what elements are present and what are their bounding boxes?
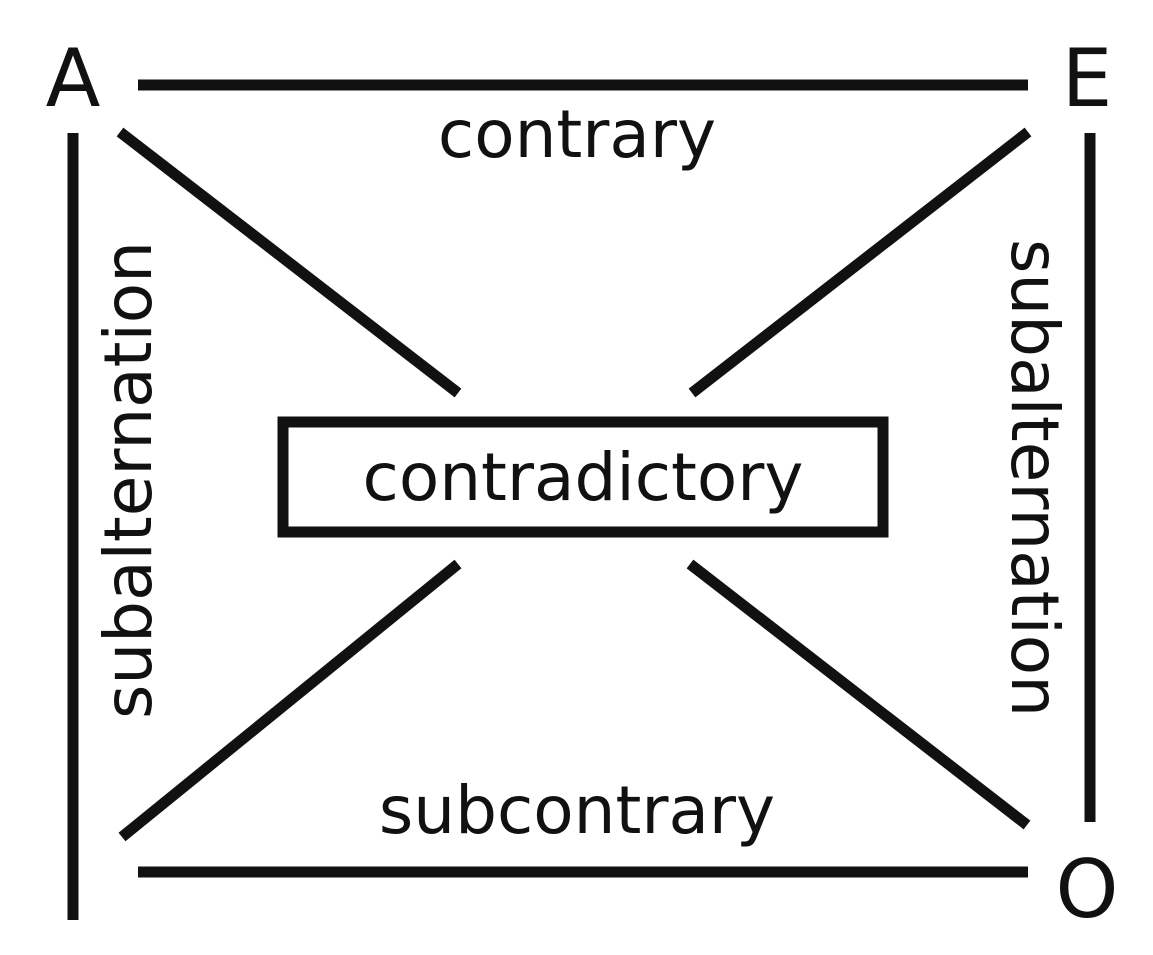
diagonal-a-to-center <box>116 127 462 398</box>
contradictory-box <box>277 416 889 538</box>
subalternation-label-right: subalternation <box>996 239 1073 717</box>
subcontrary-label: subcontrary <box>379 772 775 849</box>
corner-label-a: A <box>46 32 101 125</box>
corner-label-e: E <box>1062 32 1113 125</box>
diagonal-e-to-center <box>688 127 1032 398</box>
corner-label-o: O <box>1056 843 1119 936</box>
subalternation-label-left: subalternation <box>90 241 167 719</box>
diagonal-o-to-center <box>686 559 1031 830</box>
contrary-label: contrary <box>438 96 716 173</box>
diagonal-i-to-center <box>118 559 462 842</box>
contradictory-label: contradictory <box>363 439 804 516</box>
